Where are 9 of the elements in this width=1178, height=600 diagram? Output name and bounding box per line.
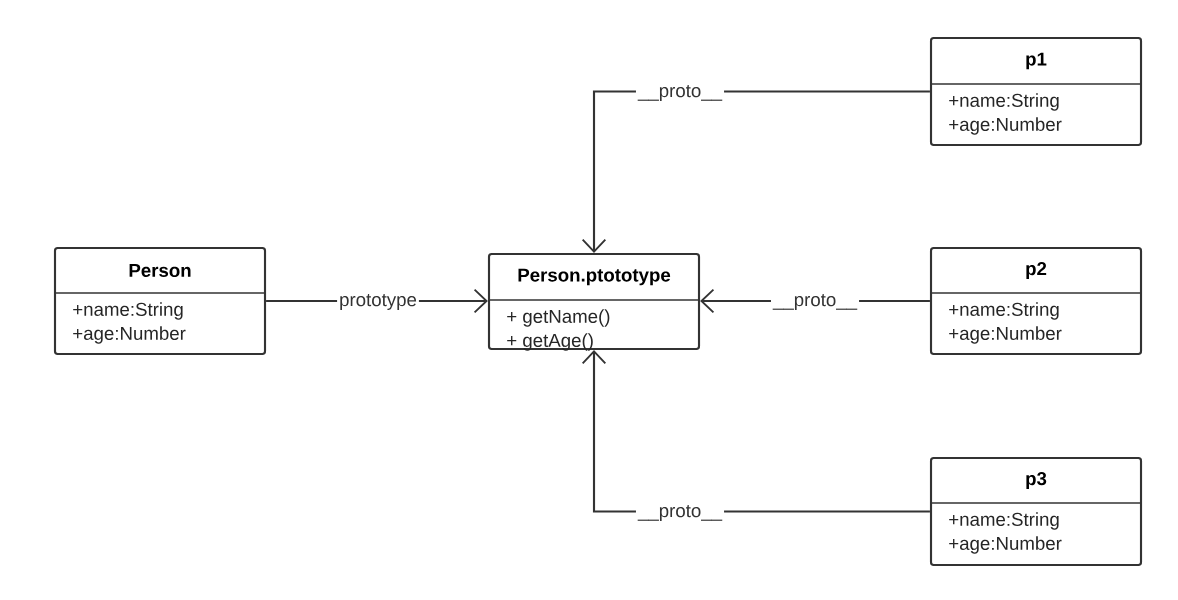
class-box: p2 +name:String +age:Number — [929, 246, 1143, 356]
edge-label: __proto__ — [635, 503, 725, 523]
edge-label: prototype — [337, 292, 419, 312]
class-box: Person.ptototype + getName() + getAge() — [487, 252, 701, 351]
class-box: p3 +name:String +age:Number — [929, 456, 1143, 567]
edge-label: __proto__ — [635, 83, 725, 103]
edge-label: __proto__ — [770, 292, 860, 312]
class-box: p1 +name:String +age:Number — [929, 36, 1143, 147]
class-box: Person +name:String +age:Number — [53, 246, 267, 356]
